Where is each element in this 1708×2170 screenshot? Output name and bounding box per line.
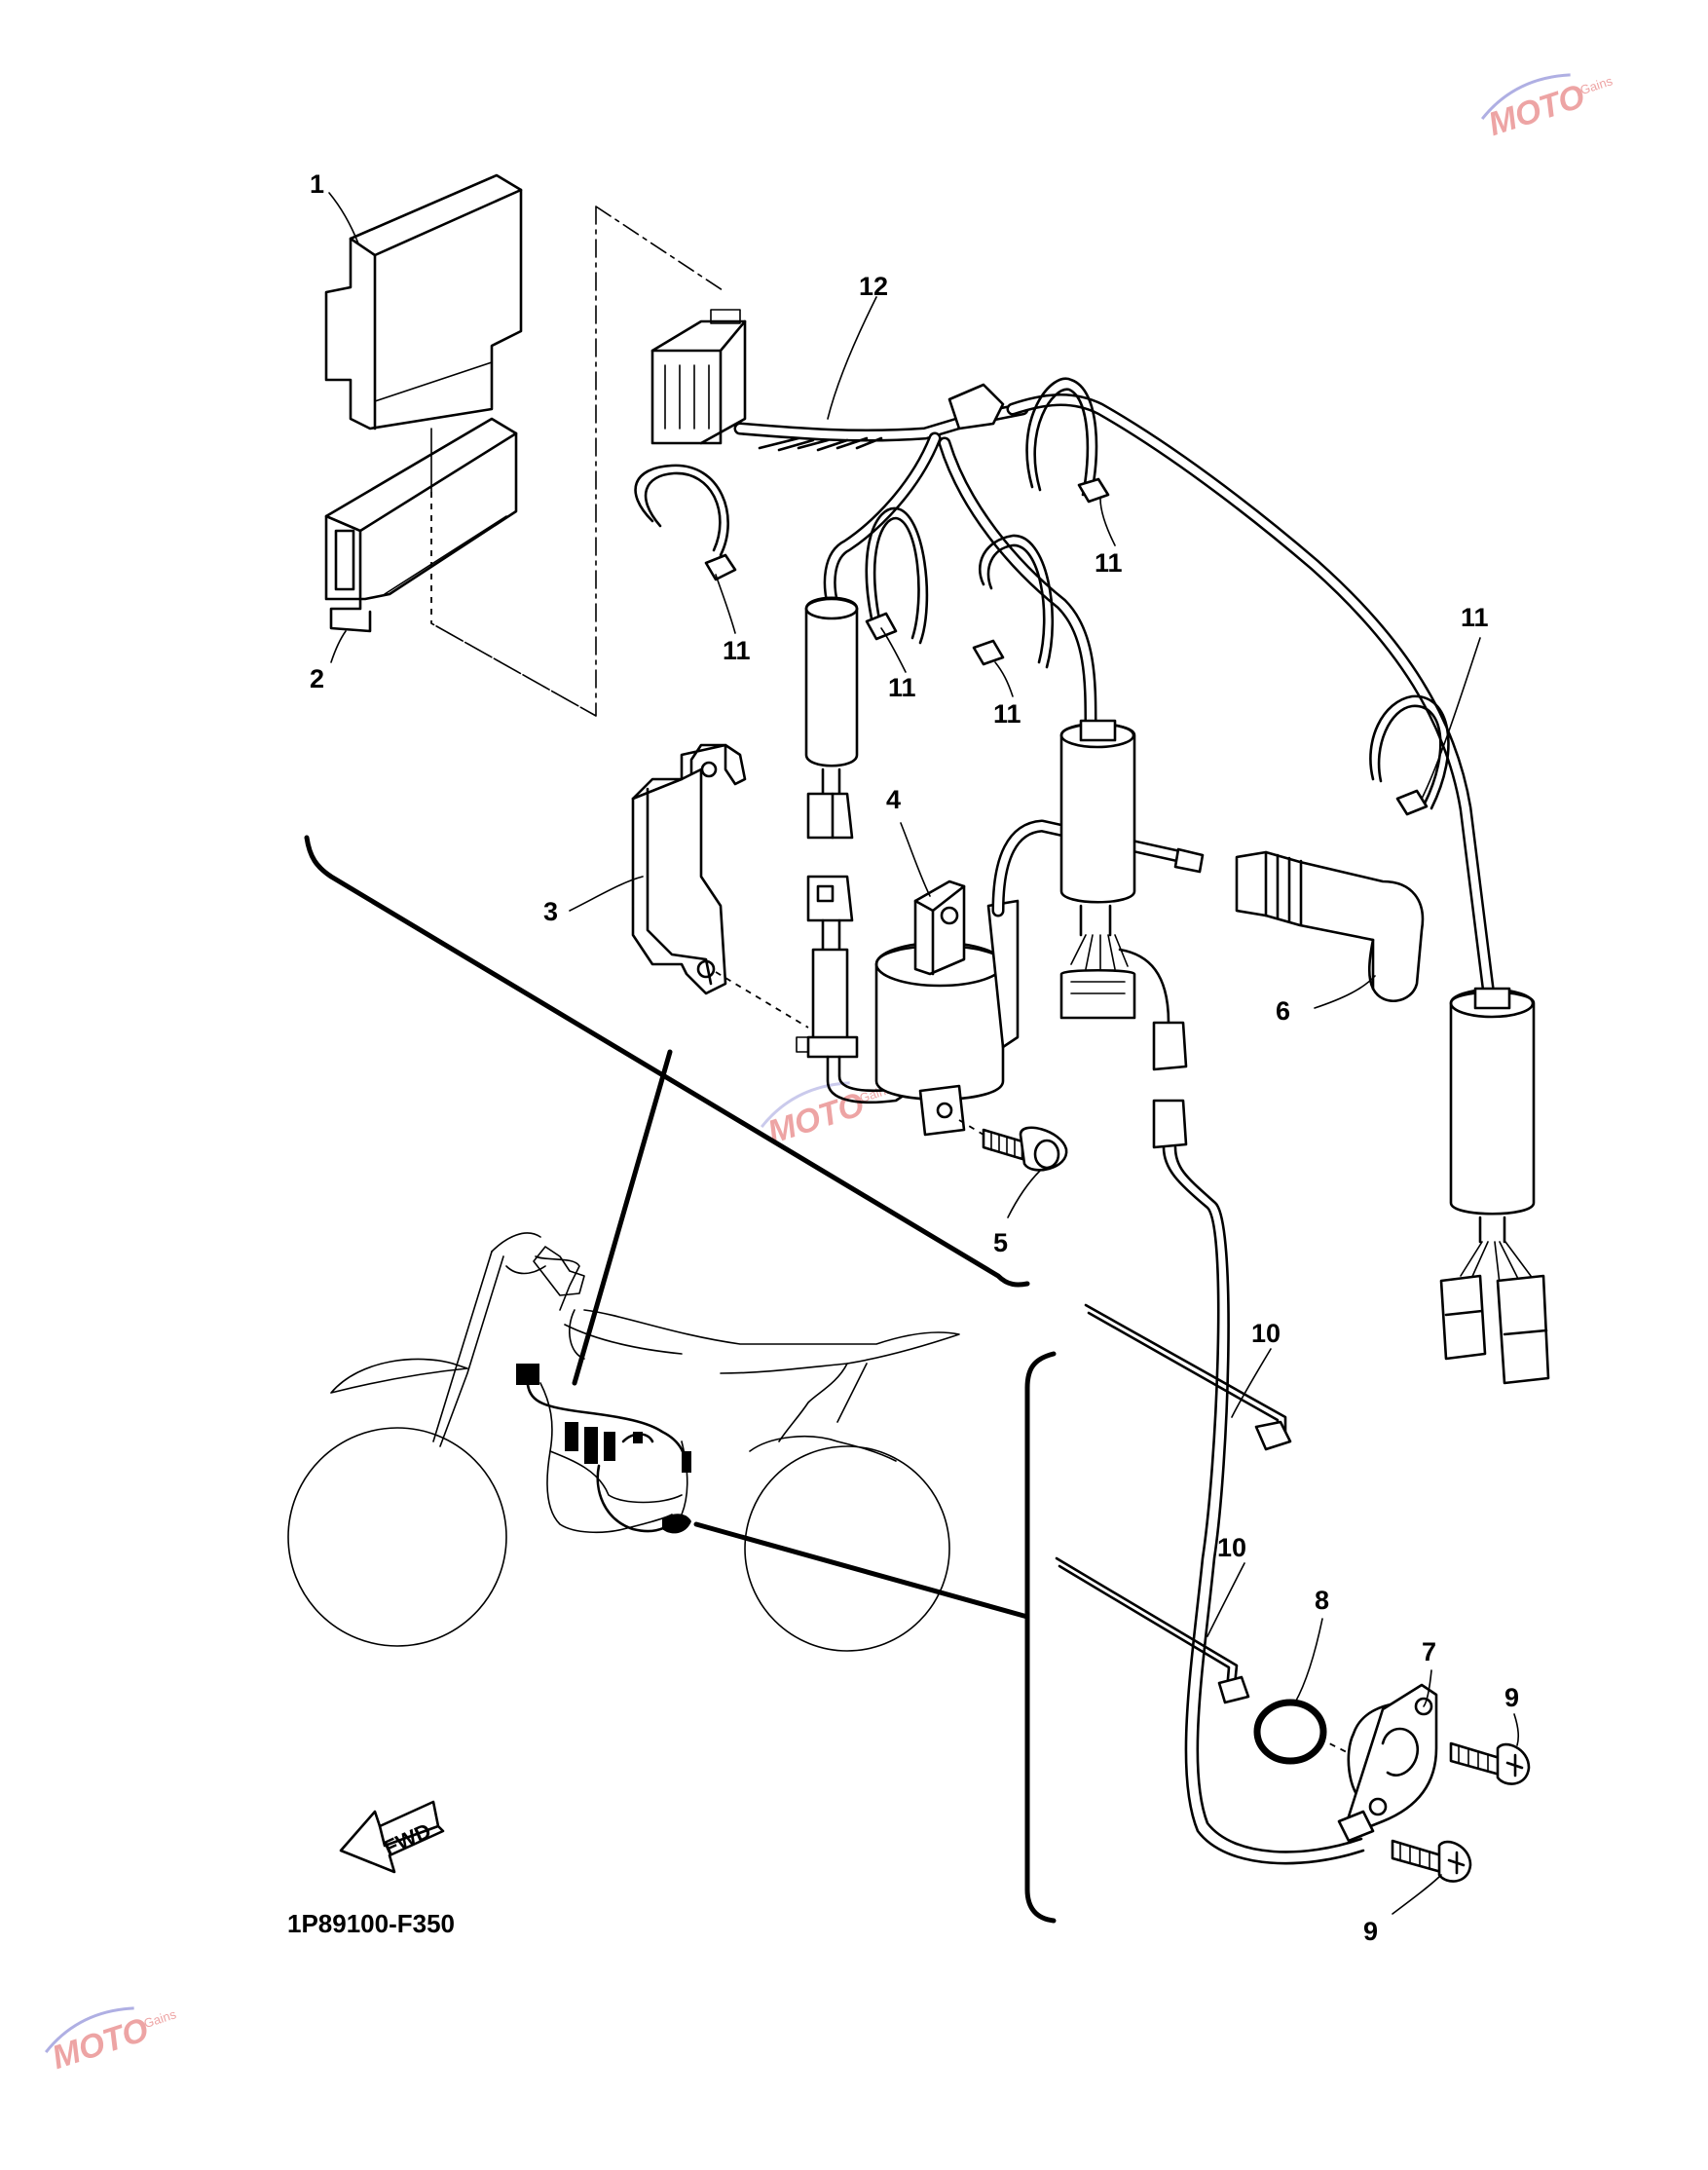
pointer-line-upper [572, 1049, 673, 1386]
callout-5: 5 [993, 1228, 1008, 1257]
watermark-top: MOTO Gains [1480, 73, 1615, 143]
callout-9-lower: 9 [1363, 1917, 1378, 1946]
callout-10-upper: 10 [1251, 1319, 1281, 1348]
part-1-cdi-unit [324, 173, 523, 430]
forward-arrow-icon: FWD [339, 1800, 445, 1874]
callout-7: 7 [1422, 1637, 1436, 1666]
callout-leaders [328, 192, 1520, 1915]
callout-11-mid-left: 11 [888, 673, 916, 702]
bracket-mount-dash [715, 971, 809, 1029]
callout-6: 6 [1276, 996, 1290, 1026]
part-10-cable-tie-b [1055, 1556, 1250, 1704]
rectifier-coil-assembly [1439, 987, 1550, 1385]
left-coil-assembly [796, 596, 912, 1104]
callout-4: 4 [886, 785, 901, 814]
part-11-cable-band-c [865, 506, 929, 645]
watermark-sub: Gains [1578, 73, 1615, 97]
location-frame-right [1024, 1351, 1057, 1924]
part-6-spark-plug-cap [1235, 850, 1425, 1003]
callout-9-upper: 9 [1504, 1683, 1519, 1712]
callout-11-mid: 11 [993, 699, 1021, 729]
coil-bolt-dash [958, 1119, 984, 1136]
callout-11-upper: 11 [1095, 548, 1123, 578]
watermark-brand: MOTO [763, 1086, 869, 1151]
pointer-line-lower [693, 1521, 1030, 1620]
part-11-cable-band-d [972, 534, 1055, 669]
part-9-screw-a [1449, 1741, 1531, 1785]
callout-12: 12 [859, 272, 888, 301]
watermark-brand: MOTO [48, 2011, 153, 2076]
part-7-pickup-coil [1337, 1683, 1438, 1843]
callout-3: 3 [543, 897, 558, 926]
part-9-screw-b [1391, 1839, 1472, 1883]
part-4-ignition-coil [874, 819, 1205, 1137]
part-10-cable-tie-a [1084, 1303, 1292, 1451]
watermark-bottom: MOTO Gains [44, 2006, 178, 2076]
part-8-o-ring [1253, 1699, 1327, 1765]
diagram-code: 1P89100-F350 [287, 1909, 455, 1938]
right-coil-assembly [1059, 719, 1365, 1865]
watermark-sub: Gains [142, 2006, 178, 2031]
part-2-cdi-bracket [324, 417, 518, 633]
motorcycle-outline [287, 1232, 960, 1652]
callout-10-lower: 10 [1217, 1533, 1246, 1562]
part-11-cable-band-a [634, 464, 737, 581]
part-11-cable-band-b [1025, 377, 1110, 504]
o-ring-dash [1318, 1738, 1350, 1754]
callout-1: 1 [310, 169, 324, 199]
callout-11-right: 11 [1461, 603, 1489, 632]
callout-11-left: 11 [723, 636, 751, 665]
callout-2: 2 [310, 664, 324, 693]
part-3-bracket [631, 743, 747, 995]
watermark-brand: MOTO [1484, 78, 1589, 143]
connector-leader-box [430, 206, 726, 717]
callout-8: 8 [1315, 1586, 1329, 1615]
part-5-bolt [982, 1126, 1068, 1172]
